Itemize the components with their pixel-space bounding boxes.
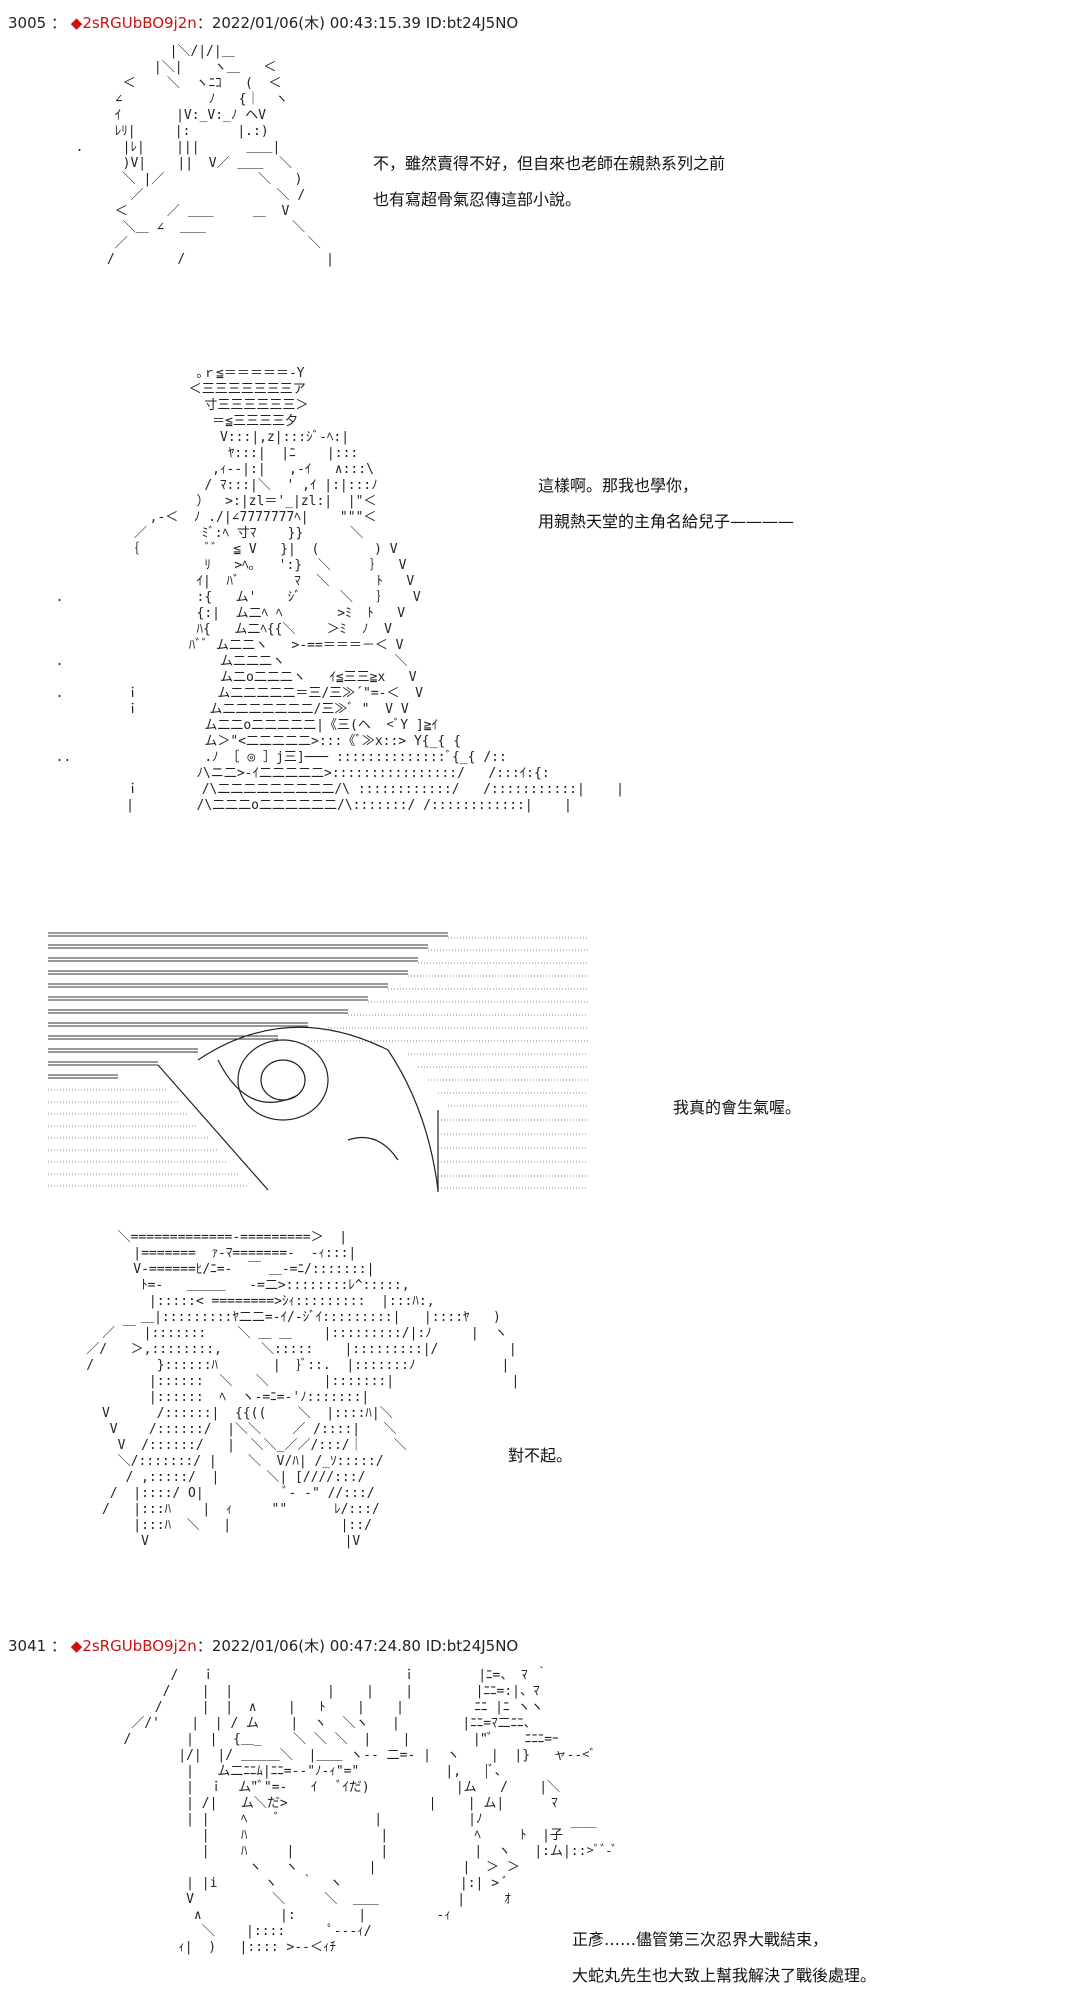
dialogue-panel-2: 這樣啊。那我也學你， 用親熱天堂的主角名給兒子————	[538, 468, 794, 540]
post-number: 3005	[8, 14, 47, 32]
ascii-art-character-3: ＼=============-=========＞ | |======= ｧ-ﾏ…	[86, 1230, 520, 1549]
post-number: 3041	[8, 1637, 47, 1655]
dialogue-line: 這樣啊。那我也學你，	[538, 476, 699, 495]
ascii-art-character-2: ｡ｒ≦＝＝＝＝＝-Y ＜三三三三三三三ア 寸三三三三三三＞ ＝≦三三三三夕 V:…	[55, 366, 624, 813]
post-meta: ：2022/01/06(木) 00:47:24.80 ID:bt24J5NO	[196, 1637, 519, 1655]
dialogue-panel-4: 對不起。	[508, 1438, 572, 1474]
dialogue-line: 我真的會生氣喔。	[673, 1098, 802, 1117]
dialogue-line: 對不起。	[508, 1446, 573, 1465]
dialogue-line: 正彥……儘管第三次忍界大戰結束，	[572, 1930, 829, 1949]
poster-trip[interactable]: 2sRGUbBO9j2n	[82, 1637, 197, 1655]
ascii-art-character-4: / ｉ ｉ |ﾆ=、 ﾏ ｀ / | | | | | |ﾆﾆ=:|、ﾏ / | …	[123, 1668, 618, 1955]
dialogue-panel-1: 不，雖然賣得不好，但自來也老師在親熱系列之前 也有寫超骨氣忍傳這部小說。	[373, 146, 725, 218]
post-header-3005: 3005 ： ◆2sRGUbBO9j2n：2022/01/06(木) 00:43…	[8, 12, 518, 33]
post-separator: ：	[50, 1637, 66, 1655]
trip-diamond-icon: ◆	[70, 1637, 83, 1655]
dialogue-line: 不，雖然賣得不好，但自來也老師在親熱系列之前	[373, 154, 726, 173]
speed-lines-eye-closeup	[48, 932, 588, 1192]
post-meta: ：2022/01/06(木) 00:43:15.39 ID:bt24J5NO	[196, 14, 519, 32]
dialogue-line: 用親熱天堂的主角名給兒子————	[538, 512, 795, 531]
post-separator: ：	[50, 14, 66, 32]
trip-diamond-icon: ◆	[70, 14, 83, 32]
post-header-3041: 3041 ： ◆2sRGUbBO9j2n：2022/01/06(木) 00:47…	[8, 1635, 518, 1656]
dialogue-panel-5: 正彥……儘管第三次忍界大戰結束， 大蛇丸先生也大致上幫我解決了戰後處理。	[572, 1922, 876, 1994]
dialogue-panel-3: 我真的會生氣喔。	[673, 1090, 801, 1126]
dialogue-line: 大蛇丸先生也大致上幫我解決了戰後處理。	[572, 1966, 877, 1985]
poster-trip[interactable]: 2sRGUbBO9j2n	[82, 14, 197, 32]
dialogue-line: 也有寫超骨氣忍傳這部小說。	[373, 190, 582, 209]
ascii-art-character-1: |＼/|/|＿ |＼| ヽ＿ ＜ ＜ ＼ ヽﾆｺ ( ＜ ∠ ﾉ {｜ ヽ ｲ …	[75, 44, 334, 267]
